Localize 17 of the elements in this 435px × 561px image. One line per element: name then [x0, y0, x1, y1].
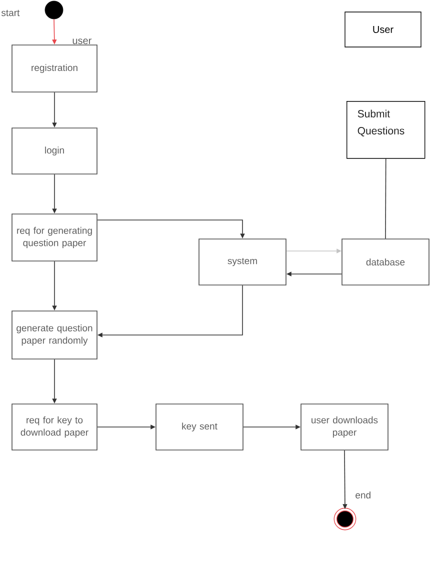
lane-label: user: [72, 38, 92, 44]
activity-box: database: [342, 238, 430, 286]
start-dot: [44, 0, 64, 20]
activity-box: user downloads paper: [300, 404, 388, 450]
activity-box: login: [12, 128, 98, 174]
activity-box: key sent: [156, 404, 244, 450]
activity-box: req for generating question paper: [12, 214, 98, 262]
activity-box: generate question paper randomly: [12, 310, 98, 360]
activity-box: req for key to download paper: [12, 404, 98, 450]
connector-line: [385, 158, 386, 239]
end-dot: [334, 508, 356, 530]
state-label: start: [1, 10, 20, 16]
actor-box: User: [344, 12, 422, 48]
activity-box: registration: [12, 44, 98, 92]
note-box: Submit Questions: [346, 101, 426, 159]
state-label: end: [356, 492, 370, 498]
activity-box: system: [198, 238, 286, 286]
